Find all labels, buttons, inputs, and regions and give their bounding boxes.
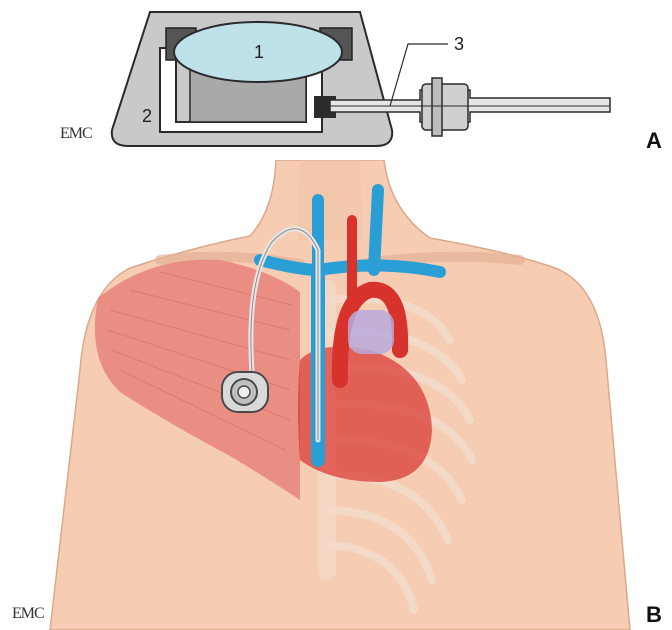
panel-letter-a: A xyxy=(646,128,662,153)
emc-logo-b: EMC xyxy=(12,605,44,622)
implanted-port xyxy=(222,372,268,412)
catheter-connector xyxy=(422,84,468,130)
chest-anatomy-drawing: EMC B xyxy=(0,160,672,630)
emc-logo-a: EMC xyxy=(60,125,92,142)
panel-b-implant-anatomy: EMC B xyxy=(0,160,672,630)
port-cross-section-drawing: 1 2 3 EMC A xyxy=(0,0,672,160)
panel-letter-b: B xyxy=(646,602,662,627)
jugular-vein-right xyxy=(374,190,378,270)
label-catheter: 3 xyxy=(454,34,464,54)
panel-a-port-cross-section: 1 2 3 EMC A xyxy=(0,0,672,160)
catheter-lock xyxy=(432,78,442,136)
label-housing: 2 xyxy=(142,106,152,126)
pulmonary-trunk xyxy=(348,310,394,354)
label-chamber: 1 xyxy=(254,42,264,62)
